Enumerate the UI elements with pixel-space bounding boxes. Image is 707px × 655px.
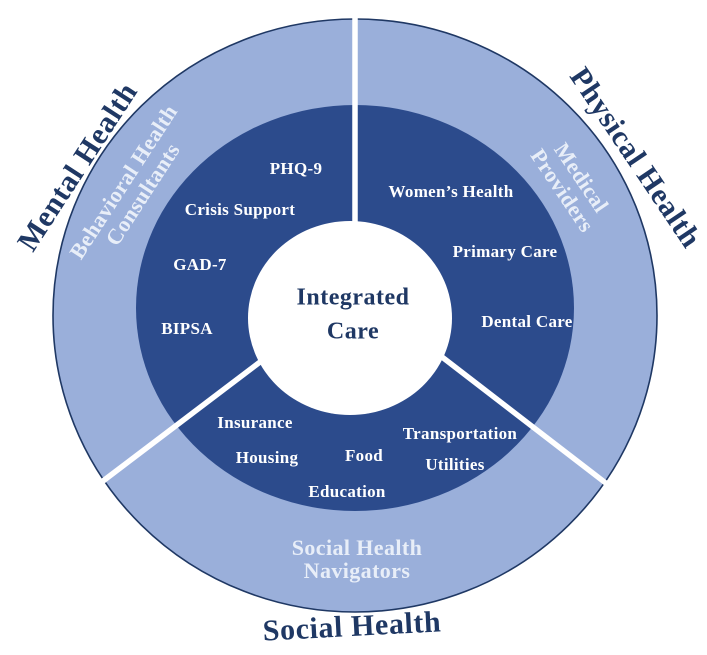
center-circle — [248, 221, 452, 415]
